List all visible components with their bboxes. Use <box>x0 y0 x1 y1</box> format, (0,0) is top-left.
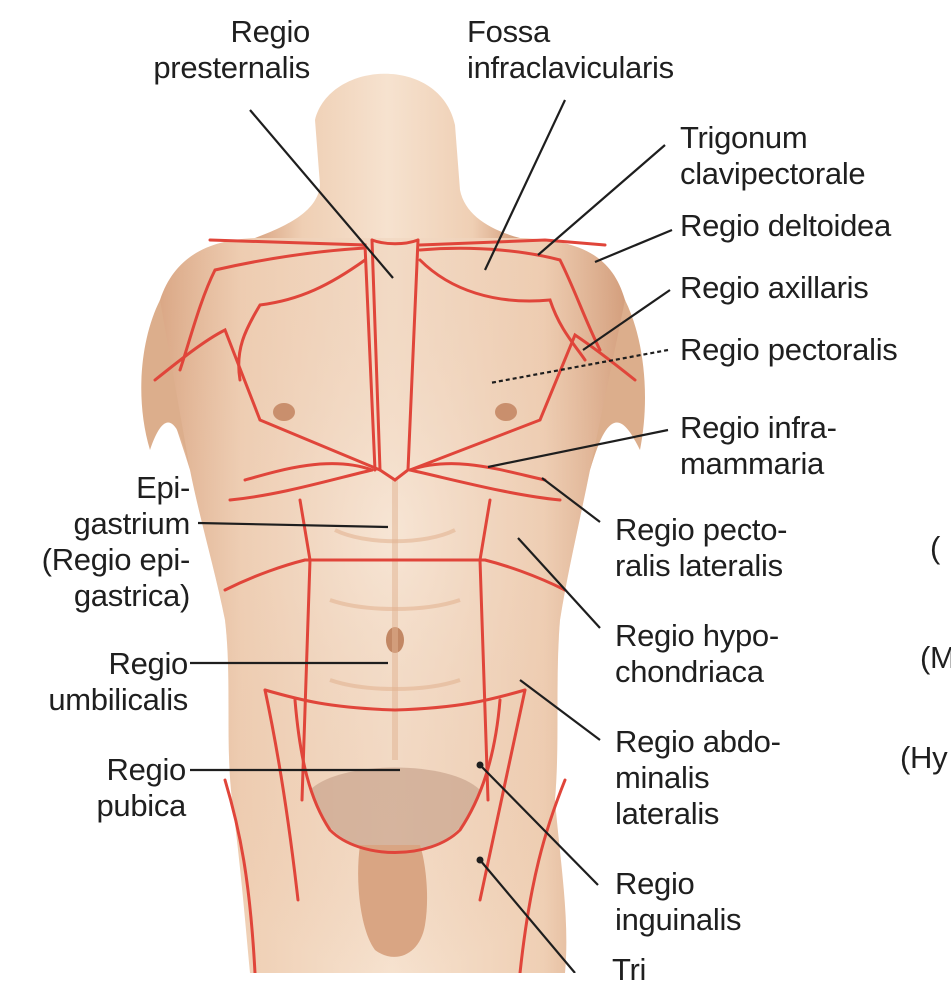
trigonum-endpoint <box>477 857 484 864</box>
label-trigonum-partial: Tri <box>612 952 646 988</box>
label-cut-3: (Hy <box>900 740 947 776</box>
left-nipple <box>273 403 295 421</box>
label-regio-pectoralis-lateralis: Regio pecto- ralis lateralis <box>615 512 787 584</box>
right-nipple <box>495 403 517 421</box>
leader-clavipectorale <box>538 145 665 255</box>
label-cut-2: (M <box>920 640 951 676</box>
label-regio-deltoidea: Regio deltoidea <box>680 208 891 244</box>
label-regio-inframammaria: Regio infra- mammaria <box>680 410 837 482</box>
label-regio-hypochondriaca: Regio hypo- chondriaca <box>615 618 779 690</box>
label-regio-abdominalis-lateralis: Regio abdo- minalis lateralis <box>615 724 781 832</box>
label-regio-presternalis: Regio presternalis <box>110 14 310 86</box>
label-regio-axillaris: Regio axillaris <box>680 270 868 306</box>
label-epigastrium: Epi- gastrium (Regio epi- gastrica) <box>0 470 190 614</box>
label-trigonum-clavipectorale: Trigonum clavipectorale <box>680 120 865 192</box>
inguinalis-endpoint <box>477 762 484 769</box>
label-fossa-infraclavicularis: Fossa infraclavicularis <box>467 14 674 86</box>
leader-deltoidea <box>595 230 672 262</box>
label-regio-umbilicalis: Regio umbilicalis <box>0 646 188 718</box>
label-cut-1: ( <box>930 530 940 566</box>
label-regio-inguinalis: Regio inguinalis <box>615 866 741 938</box>
label-regio-pubica: Regio pubica <box>0 752 186 824</box>
label-regio-pectoralis: Regio pectoralis <box>680 332 897 368</box>
